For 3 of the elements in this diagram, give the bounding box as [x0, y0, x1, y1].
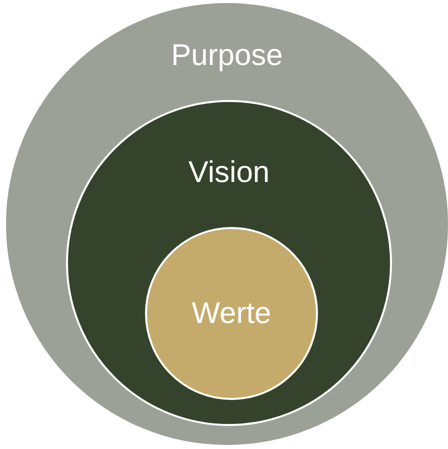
circle-label: Werte [192, 299, 272, 329]
circle-label: Purpose [171, 41, 283, 71]
circle-label: Vision [188, 158, 270, 188]
